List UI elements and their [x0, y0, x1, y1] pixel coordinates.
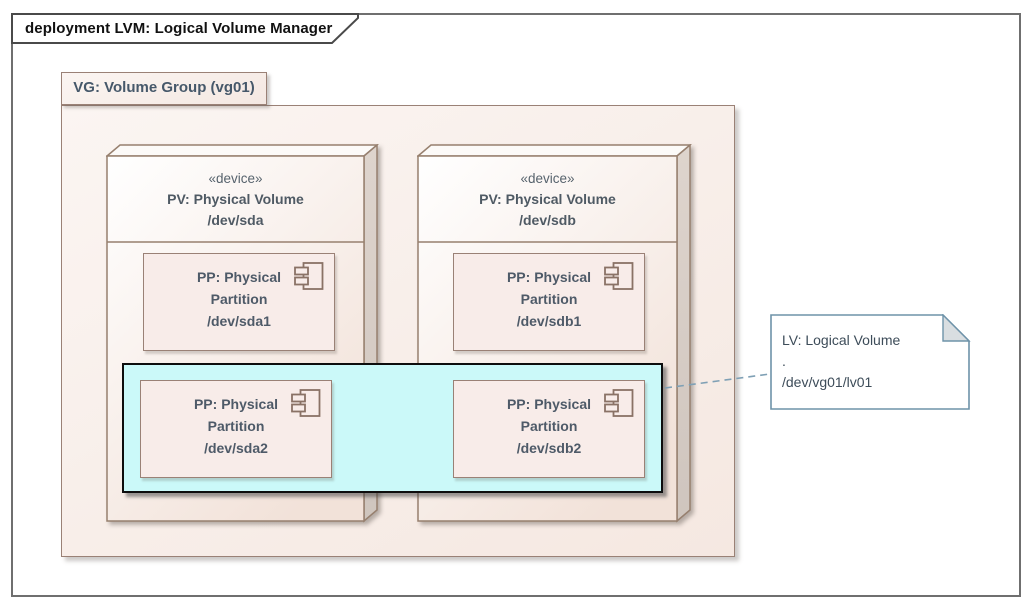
frame-title-tab [11, 13, 359, 44]
component-pp-sda2[interactable]: PP: Physical Partition /dev/sda2 [140, 380, 332, 478]
node-name: PV: Physical Volume [479, 191, 616, 207]
node-pv-sda-header: «device» PV: Physical Volume /dev/sda [107, 168, 364, 231]
note-line: . [782, 353, 786, 369]
stereotype-label: «device» [520, 171, 575, 186]
component-pp-sdb2[interactable]: PP: Physical Partition /dev/sdb2 [453, 380, 645, 478]
stereotype-label: «device» [208, 171, 263, 186]
partition-device: /dev/sda2 [204, 440, 268, 456]
component-icon [291, 389, 321, 417]
logical-volume-note[interactable] [770, 314, 971, 411]
component-pp-sdb1[interactable]: PP: Physical Partition /dev/sdb1 [453, 253, 645, 351]
component-icon [604, 262, 634, 290]
component-pp-sda1[interactable]: PP: Physical Partition /dev/sda1 [143, 253, 335, 351]
note-text: LV: Logical Volume . /dev/vg01/lv01 [782, 330, 962, 393]
node-device: /dev/sdb [519, 212, 576, 228]
component-icon [294, 262, 324, 290]
partition-device: /dev/sdb2 [516, 440, 582, 456]
component-icon [604, 389, 634, 417]
partition-device: /dev/sda1 [207, 313, 271, 329]
volume-group-tab[interactable]: VG: Volume Group (vg01) [61, 72, 267, 105]
node-device: /dev/sda [207, 212, 264, 228]
node-pv-sdb-header: «device» PV: Physical Volume /dev/sdb [418, 168, 677, 231]
partition-name: PP: Physical Partition [193, 396, 279, 434]
partition-device: /dev/sdb1 [516, 313, 582, 329]
partition-name: PP: Physical Partition [506, 269, 592, 307]
partition-name: PP: Physical Partition [196, 269, 282, 307]
node-name: PV: Physical Volume [167, 191, 304, 207]
note-line: LV: Logical Volume [782, 332, 901, 348]
partition-name: PP: Physical Partition [506, 396, 592, 434]
diagram-title: deployment LVM: Logical Volume Manager [25, 20, 333, 37]
note-line: /dev/vg01/lv01 [782, 374, 873, 390]
note-fold-corner [942, 314, 971, 342]
